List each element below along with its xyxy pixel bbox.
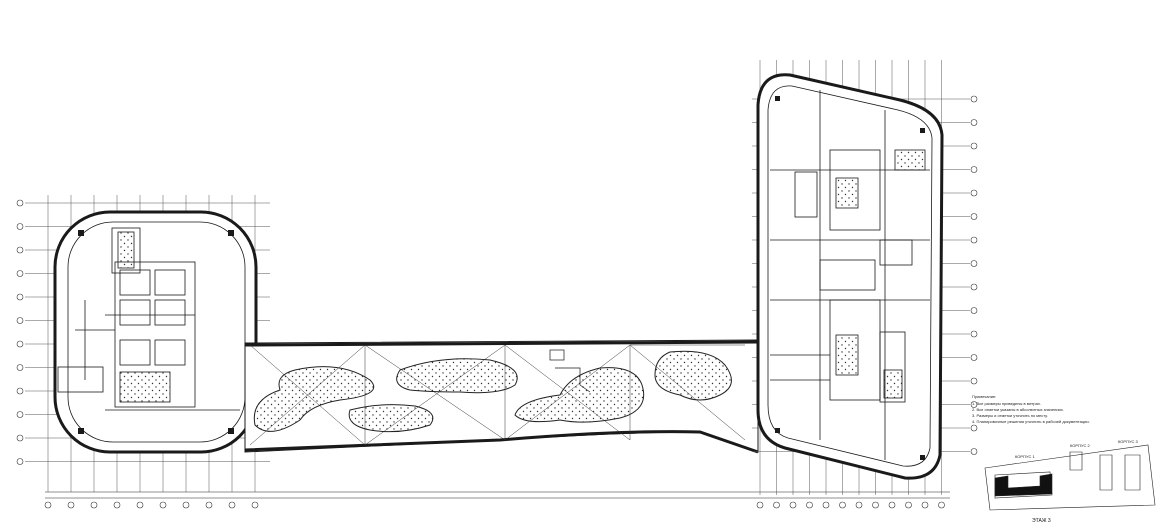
axis-bubble	[970, 330, 978, 338]
axis-bubble	[159, 501, 167, 509]
axis-bubble	[16, 387, 24, 395]
axis-bubble	[251, 501, 259, 509]
axis-bubble	[44, 501, 52, 509]
key-plan-highlight	[994, 473, 1053, 497]
key-plan-label-1: КОРПУС 1	[1015, 454, 1035, 459]
axis-bubble	[16, 458, 24, 465]
axis-bubble	[16, 246, 24, 254]
grid-axis-markers	[16, 95, 978, 509]
axis-bubble	[839, 501, 846, 509]
right-core	[770, 90, 930, 460]
planting-beds	[253, 350, 732, 433]
axis-bubble	[970, 448, 978, 455]
axis-bubble	[16, 411, 24, 418]
axis-bubble	[970, 119, 978, 126]
axis-bubble	[182, 501, 190, 509]
left-building	[25, 195, 270, 492]
axis-bubble	[16, 223, 24, 230]
axis-bubble	[16, 317, 24, 324]
axis-bubble	[16, 270, 24, 277]
axis-bubble	[789, 501, 797, 509]
left-building-outline	[53, 210, 258, 454]
axis-bubble	[970, 377, 978, 385]
axis-bubble	[67, 501, 75, 509]
axis-bubble	[970, 142, 978, 150]
key-plan: КОРПУС 1 КОРПУС 2 КОРПУС 3 ЭТАЖ 3	[984, 439, 1156, 524]
right-building-outline	[756, 73, 944, 480]
axis-bubble	[970, 283, 978, 291]
axis-bubble	[970, 307, 978, 314]
drawing-notes: Примечание: 1. Все размеры приведены в м…	[972, 394, 1090, 424]
axis-bubble	[756, 501, 764, 509]
axis-bubble	[90, 501, 98, 509]
axis-bubble	[970, 236, 978, 244]
note-2: 2. Все отметки указаны в абсолютных знач…	[972, 407, 1064, 412]
note-1: 1. Все размеры приведены в метрах.	[972, 401, 1041, 406]
axis-bubble	[16, 364, 24, 371]
left-core	[57, 227, 240, 411]
note-3: 3. Размеры и отметки уточнить по месту.	[972, 413, 1048, 418]
axis-bubble	[228, 501, 236, 509]
axis-bubble	[970, 401, 978, 408]
axis-bubble	[888, 501, 896, 509]
courtyard	[244, 339, 759, 454]
dimension-lines	[45, 491, 950, 499]
axis-bubble	[970, 95, 978, 103]
axis-bubble	[113, 501, 121, 509]
notes-heading: Примечание:	[972, 394, 996, 399]
right-building	[752, 60, 970, 495]
key-plan-label-3: КОРПУС 3	[1118, 439, 1138, 444]
axis-bubble	[970, 189, 978, 197]
axis-bubble	[16, 293, 24, 301]
axis-bubble	[970, 213, 978, 220]
axis-bubble	[970, 424, 978, 432]
axis-bubble	[970, 260, 978, 267]
axis-bubble	[905, 501, 912, 509]
axis-bubble	[921, 501, 929, 509]
axis-bubble	[872, 501, 879, 509]
key-plan-label-2: КОРПУС 2	[1070, 443, 1090, 448]
axis-bubble	[970, 166, 978, 173]
note-4: 4. Планировочные решения уточнить в рабо…	[972, 419, 1090, 424]
axis-bubble	[938, 501, 945, 509]
axis-bubble	[773, 501, 780, 509]
axis-bubble	[136, 501, 144, 509]
axis-bubble	[16, 199, 24, 207]
axis-bubble	[822, 501, 830, 509]
axis-bubble	[16, 434, 24, 442]
key-plan-title: ЭТАЖ 3	[1032, 518, 1051, 524]
axis-bubble	[855, 501, 863, 509]
axis-bubble	[16, 340, 24, 348]
axis-bubble	[806, 501, 813, 509]
axis-bubble	[970, 354, 978, 361]
axis-bubble	[205, 501, 213, 509]
